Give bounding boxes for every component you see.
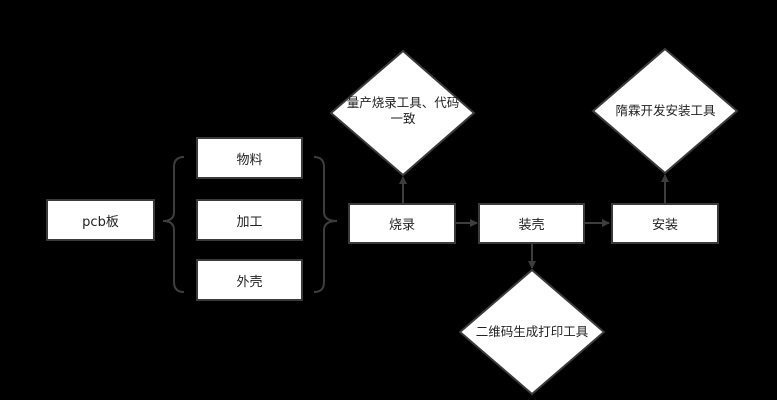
node-install: 安装	[611, 203, 719, 244]
node-processing: 加工	[196, 199, 303, 241]
node-pcb: pcb板	[46, 199, 155, 241]
node-shell: 外壳	[196, 259, 303, 301]
left-brace	[162, 156, 185, 293]
decision-diamond-install-tool	[591, 47, 739, 175]
node-material-label: 物料	[236, 152, 263, 168]
node-shell-label: 外壳	[236, 274, 263, 290]
node-material: 物料	[196, 137, 303, 179]
node-burn-label: 烧录	[388, 218, 415, 233]
node-pcb-label: pcb板	[82, 214, 119, 230]
node-install-label: 安装	[651, 218, 678, 233]
decision-diamond-burn-tool	[329, 49, 476, 177]
right-brace	[313, 156, 338, 293]
node-assemble-shell-label: 装壳	[518, 218, 545, 233]
node-processing-label: 加工	[236, 214, 263, 230]
node-assemble-shell: 装壳	[478, 203, 585, 244]
node-burn: 烧录	[348, 203, 456, 244]
decision-diamond-qrcode-tool	[458, 268, 606, 396]
